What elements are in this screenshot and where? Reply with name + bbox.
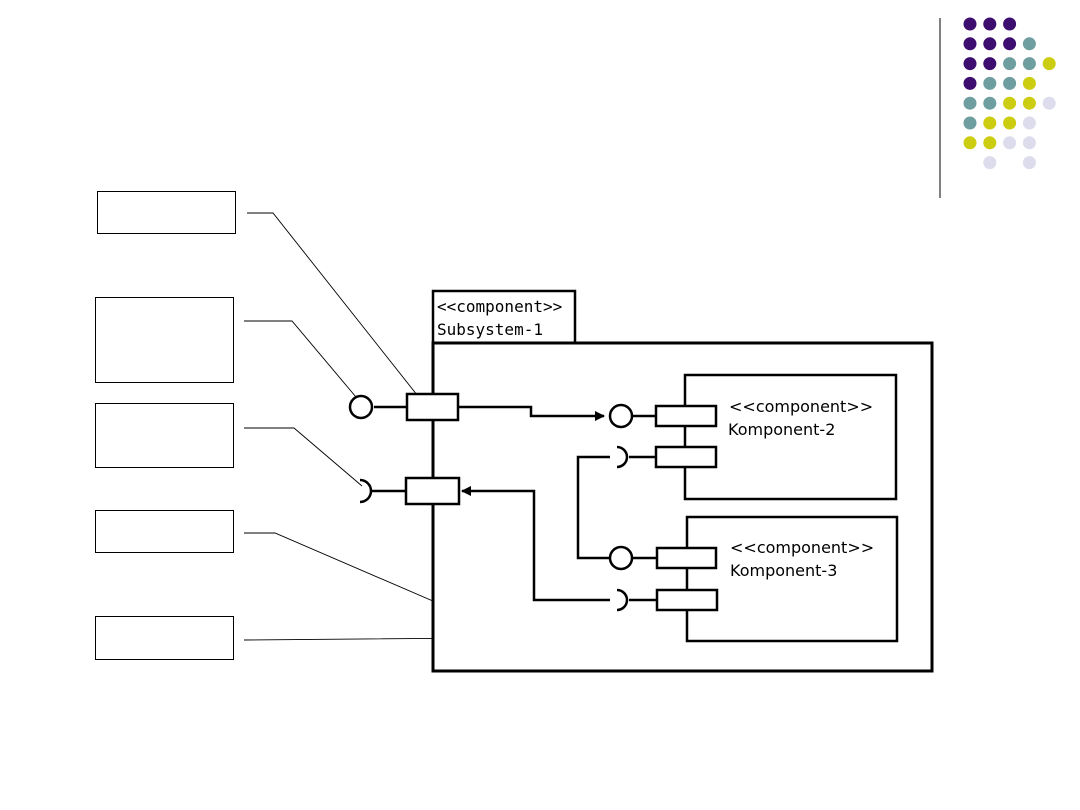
- subsystem-name: Subsystem-1: [437, 320, 543, 339]
- komponent-3-socket: [616, 588, 629, 612]
- decorative-dot: [1022, 37, 1036, 51]
- decorative-dot: [1022, 136, 1036, 150]
- decorative-dot: [963, 17, 977, 31]
- decorative-dot: [963, 76, 977, 90]
- decorative-dot: [1003, 96, 1017, 110]
- decorative-dot: [963, 37, 977, 51]
- provided-interface-lollipop: [348, 394, 374, 420]
- leader-line-2: [244, 320, 357, 398]
- decorative-dot: [983, 37, 997, 51]
- komponent-3-body: [685, 515, 899, 643]
- decorative-dot: [983, 116, 997, 130]
- decorative-dot: [963, 96, 977, 110]
- komponent-3-port-required: [655, 588, 719, 612]
- subsystem-stereotype: <<component>>: [437, 297, 562, 316]
- required-interface-socket: [359, 478, 373, 504]
- decorative-dot: [983, 136, 997, 150]
- komponent-2-body: [683, 373, 898, 501]
- subsystem-tab: [431, 289, 577, 345]
- decorative-dot: [1022, 156, 1036, 170]
- decorative-dot: [1022, 116, 1036, 130]
- decorative-dot: [1022, 76, 1036, 90]
- leader-line-4: [244, 532, 471, 618]
- decorative-dot: [983, 57, 997, 71]
- decorative-dot: [983, 17, 997, 31]
- decorative-dot: [1042, 96, 1056, 110]
- komponent-3-port-provided: [655, 546, 718, 570]
- connector-komponent-2-to-komponent-3: [576, 455, 610, 560]
- komponent-2-port-provided: [654, 404, 718, 428]
- decorative-dot: [1022, 57, 1036, 71]
- callout-box-5: [95, 616, 234, 660]
- callout-box-3: [95, 403, 234, 468]
- komponent-2-stereotype: <<component>>: [729, 397, 873, 416]
- callout-box-4: [95, 510, 234, 553]
- connectors: [458, 405, 610, 602]
- connector-komponent-3-to-subsystem: [461, 486, 610, 602]
- decorative-dot: [983, 96, 997, 110]
- decorative-dot: [983, 76, 997, 90]
- decorative-dot: [1003, 76, 1017, 90]
- callout-box-2: [95, 297, 234, 383]
- subsystem-port-required: [404, 476, 461, 506]
- decorative-dot: [963, 57, 977, 71]
- decorative-dot-grid: [963, 17, 1056, 170]
- komponent-3-lollipop: [608, 545, 634, 571]
- leader-line-1: [247, 212, 426, 406]
- komponent-2-socket: [616, 445, 629, 469]
- leader-line-3: [244, 427, 363, 487]
- connector-subsystem-to-komponent-2: [458, 405, 605, 421]
- subsystem-ports: [348, 392, 461, 506]
- komponent-2: <<component>> Komponent-2: [608, 373, 898, 501]
- komponent-2-lollipop: [608, 403, 634, 429]
- decorative-dot: [983, 156, 997, 170]
- decorative-dot: [1003, 37, 1017, 51]
- subsystem-port-provided: [405, 392, 460, 422]
- komponent-3-stereotype: <<component>>: [730, 538, 874, 557]
- komponent-3: <<component>> Komponent-3: [608, 515, 899, 643]
- decorative-dot: [1003, 116, 1017, 130]
- decorative-dot: [963, 136, 977, 150]
- decorative-dot: [1003, 57, 1017, 71]
- komponent-2-port-required: [654, 445, 718, 469]
- decorative-dot: [1003, 136, 1017, 150]
- decorative-dot: [1003, 17, 1017, 31]
- komponent-3-name: Komponent-3: [730, 561, 837, 580]
- komponent-2-name: Komponent-2: [728, 420, 835, 439]
- decorative-dot: [1022, 96, 1036, 110]
- decorative-dot: [1042, 57, 1056, 71]
- callout-box-1: [97, 191, 236, 234]
- decorative-dot: [963, 116, 977, 130]
